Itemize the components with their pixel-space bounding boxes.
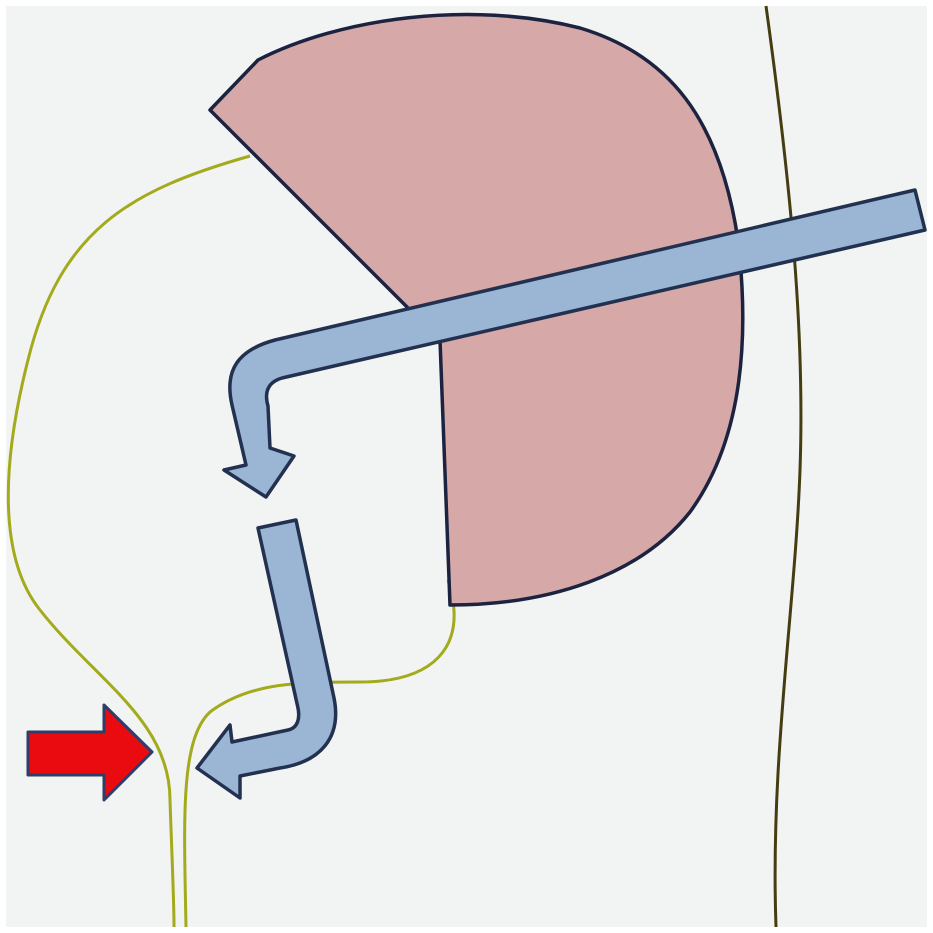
- diagram: [0, 0, 933, 933]
